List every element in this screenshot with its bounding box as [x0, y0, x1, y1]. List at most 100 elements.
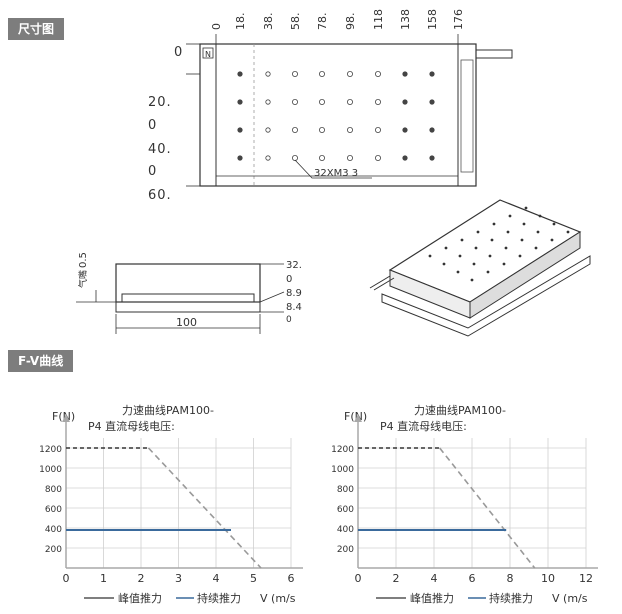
mount-hole — [237, 99, 243, 105]
y-tick-label: 1200 — [39, 445, 62, 455]
mount-hole — [429, 71, 435, 77]
left-tick-label: 0 — [148, 118, 157, 133]
iso-hole — [492, 222, 496, 226]
top-tick-label: 78. — [316, 13, 329, 31]
mount-hole — [291, 71, 298, 78]
x-tick-label: 2 — [393, 572, 400, 585]
mount-hole — [237, 155, 243, 161]
iso-hole — [534, 246, 538, 250]
left-tick-label: 20. — [148, 95, 172, 110]
chart-title-line1: 力速曲线PAM100- — [122, 403, 214, 417]
hole-note: 32XM3 3 — [314, 168, 358, 179]
mount-hole — [346, 99, 353, 106]
right-end-inner — [460, 59, 474, 173]
iso-hole — [486, 270, 490, 274]
top-tick-label: 118 — [372, 9, 385, 30]
x-tick-label: 12 — [579, 572, 593, 585]
mount-hole — [374, 71, 381, 78]
side-view-drawing: 100 0.5 气嘴 32. 0 8.9 8.4 0 — [76, 252, 302, 334]
chart-title-line2: P4 直流母线电压: — [88, 419, 175, 433]
x-tick-label: 4 — [431, 572, 438, 585]
left-tick-label: 60. — [148, 188, 172, 200]
mount-hole — [318, 71, 325, 78]
cable-outlet — [475, 49, 513, 59]
iso-hole — [520, 238, 524, 242]
y-tick-label: 800 — [45, 485, 62, 495]
x-tick-label: 0 — [355, 572, 362, 585]
mount-hole — [291, 99, 298, 106]
mount-hole — [318, 154, 325, 161]
y-axis-arrow — [62, 414, 70, 422]
iso-hole — [524, 206, 528, 210]
side-dim-5: 0 — [286, 315, 292, 325]
x-tick-label: 0 — [63, 572, 70, 585]
left-end-block — [199, 43, 217, 187]
left-tick-label: 0 — [148, 164, 157, 179]
side-body — [115, 263, 261, 303]
n-marker-box — [202, 47, 214, 59]
iso-hole — [470, 278, 474, 282]
top-tick-label: 158 — [426, 9, 439, 30]
series-line — [439, 447, 536, 569]
y-tick-label: 200 — [45, 545, 62, 555]
mount-hole — [346, 71, 353, 78]
iso-hole — [444, 246, 448, 250]
iso-hole — [566, 230, 570, 234]
x-tick-label: 2 — [138, 572, 145, 585]
x-tick-label: 5 — [250, 572, 257, 585]
y-tick-label: 1200 — [331, 445, 354, 455]
side-base — [115, 301, 261, 313]
right-end-block — [457, 43, 477, 187]
y-tick-label: 200 — [337, 545, 354, 555]
mount-hole — [374, 127, 381, 134]
y-tick-label: 1000 — [331, 465, 354, 475]
iso-hole — [490, 238, 494, 242]
y-axis-label: F(N) — [52, 410, 75, 423]
iso-hole — [506, 230, 510, 234]
mount-hole — [346, 154, 353, 161]
x-axis-label: V (m/s — [552, 592, 588, 605]
side-dim-2: 0 — [286, 274, 292, 285]
top-tick-label: 138 — [399, 9, 412, 30]
iso-hole — [456, 270, 460, 274]
y-tick-label: 400 — [337, 525, 354, 535]
top-plate-outline — [199, 43, 477, 187]
section-tag-dimensions: 尺寸图 — [8, 18, 65, 40]
mount-hole — [237, 127, 243, 133]
iso-hole — [476, 230, 480, 234]
y-tick-label: 800 — [337, 485, 354, 495]
iso-hole — [502, 262, 506, 266]
side-coil — [121, 293, 255, 303]
air-nozzle-label: 气嘴 — [77, 270, 89, 288]
chart-title-line1: 力速曲线PAM100- — [414, 403, 506, 417]
mount-hole — [429, 127, 435, 133]
legend-peak-label: 峰值推力 — [118, 591, 162, 605]
iso-cable-2 — [373, 277, 395, 291]
mount-hole — [265, 99, 271, 105]
y-tick-label: 1000 — [39, 465, 62, 475]
mount-hole — [291, 154, 298, 161]
hole-leader — [294, 159, 372, 179]
mount-hole — [429, 155, 435, 161]
top-tick-label: 58. — [289, 13, 302, 31]
x-tick-label: 6 — [288, 572, 295, 585]
top-tick-label: 38. — [262, 13, 275, 31]
iso-hole — [538, 214, 542, 218]
y-tick-label: 400 — [45, 525, 62, 535]
legend-continuous-label: 持续推力 — [489, 591, 533, 605]
left-tick-label: 40. — [148, 142, 172, 157]
y-tick-label: 600 — [337, 505, 354, 515]
x-tick-label: 1 — [100, 572, 107, 585]
iso-hole — [474, 246, 478, 250]
iso-hole — [460, 238, 464, 242]
top-tick-label: 176 — [452, 9, 465, 30]
legend-continuous-label: 持续推力 — [197, 591, 241, 605]
mount-hole — [429, 99, 435, 105]
x-tick-label: 8 — [507, 572, 514, 585]
mount-hole — [374, 154, 381, 161]
iso-hole — [552, 222, 556, 226]
x-axis-label: V (m/s — [260, 592, 296, 605]
y-tick-label: 600 — [45, 505, 62, 515]
